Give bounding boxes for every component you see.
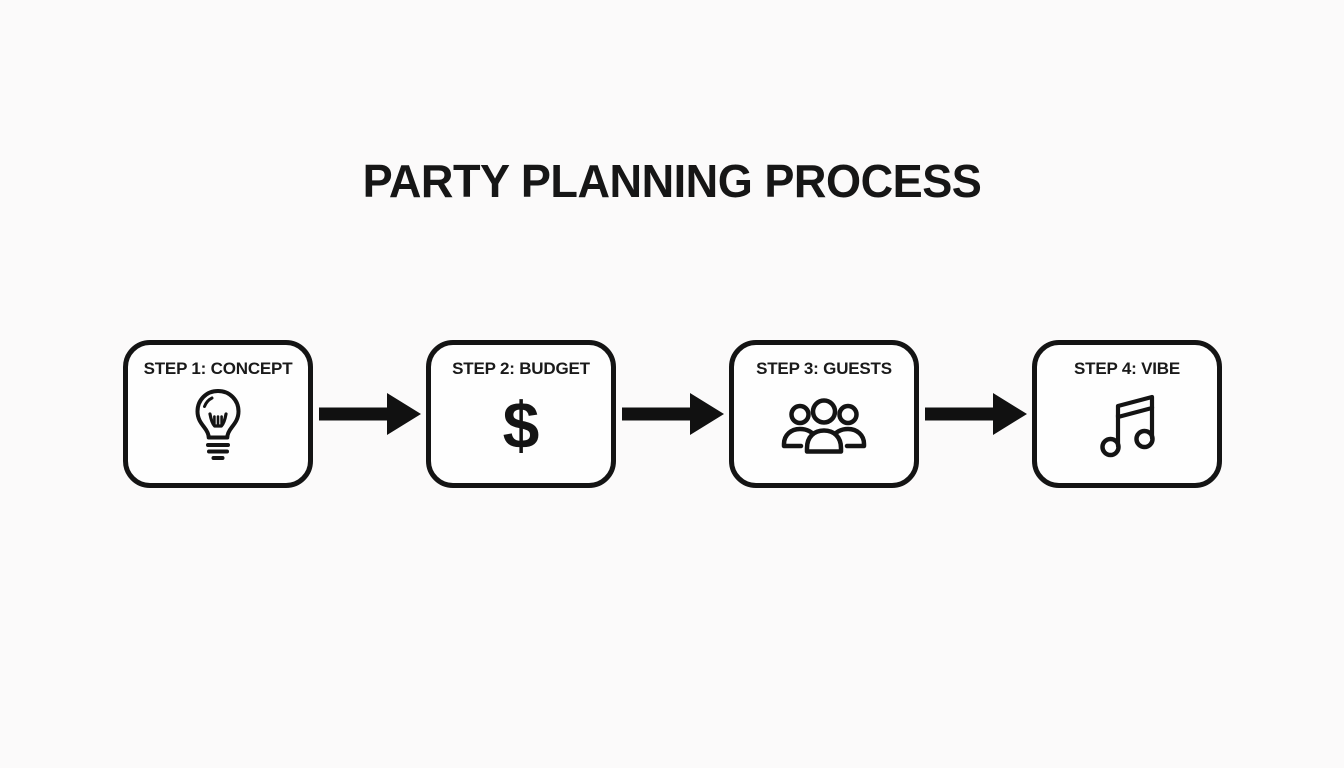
arrow-right-icon: [318, 391, 421, 437]
arrow-right-icon: [924, 391, 1027, 437]
connector-3: [919, 340, 1032, 488]
step-label: STEP 1: CONCEPT: [143, 359, 293, 378]
step-box-concept: STEP 1: CONCEPT: [123, 340, 313, 488]
dollar-glyph: $: [502, 388, 540, 462]
step-box-guests: STEP 3: GUESTS: [729, 340, 919, 488]
process-flow: STEP 1: CONCEPT: [123, 340, 1222, 488]
music-note-icon: [1043, 379, 1211, 475]
step-label: STEP 3: GUESTS: [756, 359, 892, 378]
page-title: PARTY PLANNING PROCESS: [362, 155, 982, 207]
lightbulb-icon: [134, 379, 302, 475]
step-label: STEP 4: VIBE: [1074, 359, 1180, 378]
dollar-sign-icon: $: [437, 379, 605, 475]
step-box-budget: STEP 2: BUDGET $: [426, 340, 616, 488]
connector-1: [313, 340, 426, 488]
connector-2: [616, 340, 729, 488]
arrow-right-icon: [621, 391, 724, 437]
step-box-vibe: STEP 4: VIBE: [1032, 340, 1222, 488]
guests-group-icon: [740, 379, 908, 475]
step-label: STEP 2: BUDGET: [452, 359, 590, 378]
